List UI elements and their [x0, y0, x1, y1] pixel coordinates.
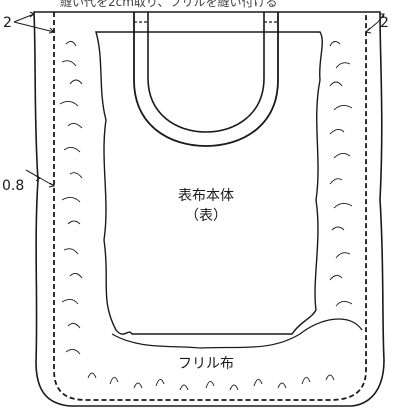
ruffle-gathers-bottom: [87, 372, 335, 391]
stitch-line: [53, 12, 367, 401]
seam-dimension-left: [13, 11, 56, 34]
main-panel-outline: [95, 31, 323, 335]
top-caption: 縫い代を2cm取り、フリルを縫い付ける: [60, 0, 277, 9]
main-panel-label: 表布本体: [178, 188, 234, 204]
stitch-offset-dimension: [25, 169, 56, 188]
handle-inner: [147, 12, 265, 133]
main-panel-side-label: （表）: [185, 208, 227, 224]
seam-allowance-right-label: 2: [380, 15, 389, 31]
ruffle-outline: [33, 11, 385, 407]
ruffle-gathers-left: [59, 41, 83, 355]
ruffle-label: フリル布: [178, 356, 234, 372]
seam-allowance-left-label: 2: [3, 15, 12, 31]
handle-outer: [133, 12, 279, 147]
stitch-offset-label: 0.8: [2, 178, 24, 194]
bottom-ruffle-band: [111, 318, 363, 349]
ruffle-gathers-right: [329, 41, 353, 307]
seam-dimension-right: [364, 13, 385, 34]
